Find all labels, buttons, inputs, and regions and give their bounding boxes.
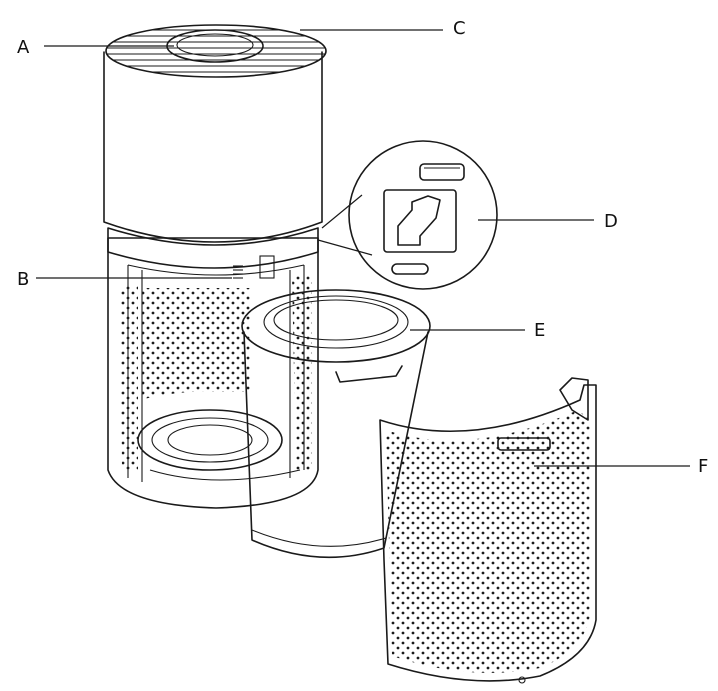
lower-body-perforation-left (120, 285, 138, 470)
cover-latch (497, 437, 551, 451)
detail-lock-plate (383, 189, 457, 253)
detail-inset (317, 140, 498, 290)
callout-label-c: C (453, 18, 466, 39)
upper-body (103, 51, 323, 243)
callout-label-f: F (698, 456, 708, 477)
base-ring-inner (167, 424, 253, 456)
lower-body-housing (107, 237, 319, 509)
callout-leaders (36, 29, 690, 467)
control-panel-inner (176, 33, 254, 57)
base-ring-outer (137, 409, 283, 471)
callout-labels: A B C D E F (17, 18, 708, 477)
control-panel-outer (166, 29, 264, 63)
detail-lock-key (397, 195, 441, 246)
top-grille (106, 29, 326, 73)
detail-slot-top (419, 163, 465, 181)
callout-label-e: E (534, 320, 545, 341)
callout-label-a: A (17, 37, 30, 58)
filter-top-inner (263, 295, 409, 349)
detail-inset-circle (348, 140, 498, 290)
base-ring-mid (151, 417, 269, 463)
filter-cartridge (241, 289, 431, 559)
top-cap (105, 24, 327, 78)
filter-pull-tab (335, 365, 403, 383)
filter-body (243, 331, 429, 559)
base-shadow (149, 469, 301, 481)
inner-frame (127, 264, 305, 482)
callout-label-b: B (17, 269, 29, 290)
lower-body-perforation-right (292, 275, 312, 470)
cover-edge-clip (559, 377, 589, 421)
collar-vent (233, 255, 275, 279)
callout-label-d: D (604, 211, 618, 232)
filter-bottom-rim (251, 529, 387, 547)
detail-slot-bottom (391, 263, 429, 275)
collar-band (107, 227, 319, 269)
cover-panel (379, 384, 597, 682)
lower-body-perforation (140, 288, 250, 400)
perforated-cover (379, 377, 597, 684)
main-purifier-unit (103, 24, 327, 509)
filter-top-hole (273, 299, 399, 341)
cover-bottom-notch (518, 676, 526, 684)
filter-top-rim (241, 289, 431, 363)
cover-perforation (386, 410, 590, 673)
